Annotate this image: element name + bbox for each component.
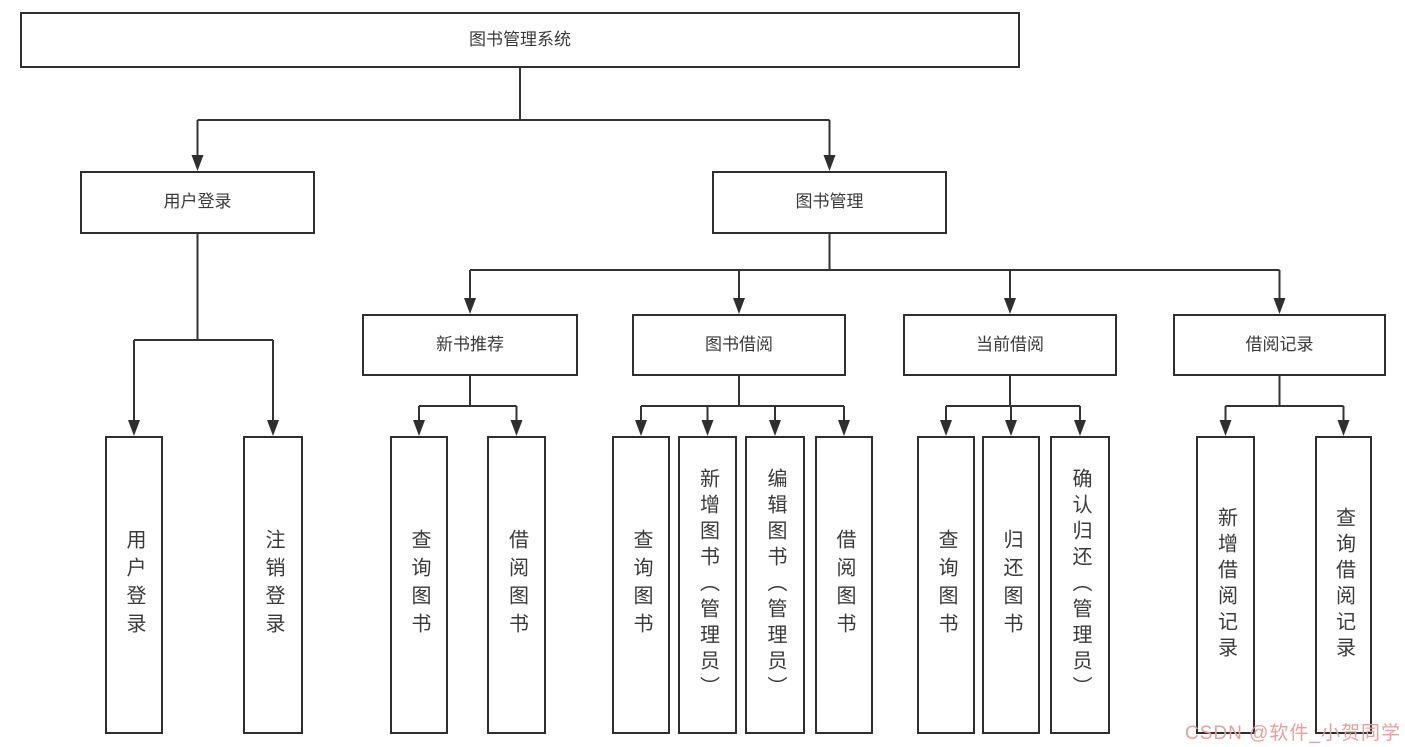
node-book-borrow: 图书借阅 [632,314,846,376]
node-new-book-rec: 新书推荐 [362,314,578,376]
leaf-add-books-admin: 新增图书（管理员） [678,436,737,734]
node-borrow-records: 借阅记录 [1173,314,1386,376]
connector-borrow-records [1224,376,1345,423]
leaf-confirm-return-admin: 确认归还（管理员） [1050,436,1110,734]
arrowheads-level3 [464,298,1286,314]
leaf-query-books-3: 查询图书 [917,436,975,734]
connector-user-login [133,234,274,423]
leaf-edit-books-admin: 编辑图书（管理员） [745,436,805,734]
node-book-mgmt: 图书管理 [712,171,947,234]
connector-book-mgmt [469,234,1281,301]
watermark: CSDN @软件_小贺同学 [1185,723,1401,744]
leaf-query-borrow-record: 查询借阅记录 [1315,436,1372,734]
connector-new-book-rec [418,376,518,423]
arrowheads-leaves [128,420,1350,436]
connector-current-borrow [945,376,1081,423]
arrowheads-level2 [191,155,836,171]
node-user-login: 用户登录 [80,171,315,234]
leaf-query-books-2: 查询图书 [612,436,670,734]
leaf-borrow-books-1: 借阅图书 [487,436,546,734]
leaf-borrow-books-2: 借阅图书 [815,436,873,734]
leaf-user-login: 用户登录 [105,436,163,734]
connector-book-borrow [640,376,845,423]
connector-root [196,68,831,158]
leaf-add-borrow-record: 新增借阅记录 [1196,436,1255,734]
leaf-return-books: 归还图书 [982,436,1040,734]
node-root: 图书管理系统 [20,12,1020,68]
leaf-logout: 注销登录 [243,436,303,734]
node-current-borrow: 当前借阅 [903,314,1117,376]
leaf-query-books-1: 查询图书 [390,436,448,734]
